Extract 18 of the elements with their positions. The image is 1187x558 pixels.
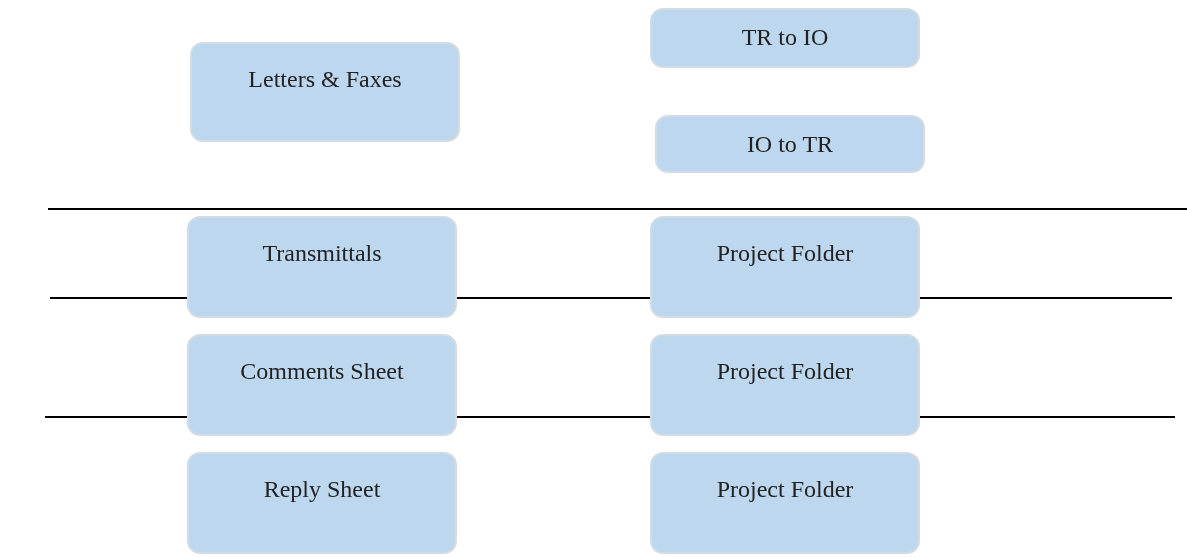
rounded-box: [190, 42, 460, 142]
rounded-box: [187, 334, 457, 436]
box-label: IO to TR: [746, 131, 834, 158]
box-label: Transmittals: [262, 240, 382, 267]
rounded-box: [650, 8, 920, 68]
rounded-box: [655, 115, 925, 173]
box-label: Project Folder: [716, 240, 854, 267]
box-label: Comments Sheet: [240, 358, 404, 385]
rounded-box: [187, 452, 457, 554]
box-label: TR to IO: [741, 24, 829, 51]
rounded-box: [187, 216, 457, 318]
box-label: Project Folder: [716, 358, 854, 385]
rounded-box: [650, 216, 920, 318]
rounded-box: [650, 452, 920, 554]
box-label: Project Folder: [716, 476, 854, 503]
box-label: Reply Sheet: [263, 476, 381, 503]
box-label: Letters & Faxes: [248, 66, 402, 93]
rounded-box: [650, 334, 920, 436]
